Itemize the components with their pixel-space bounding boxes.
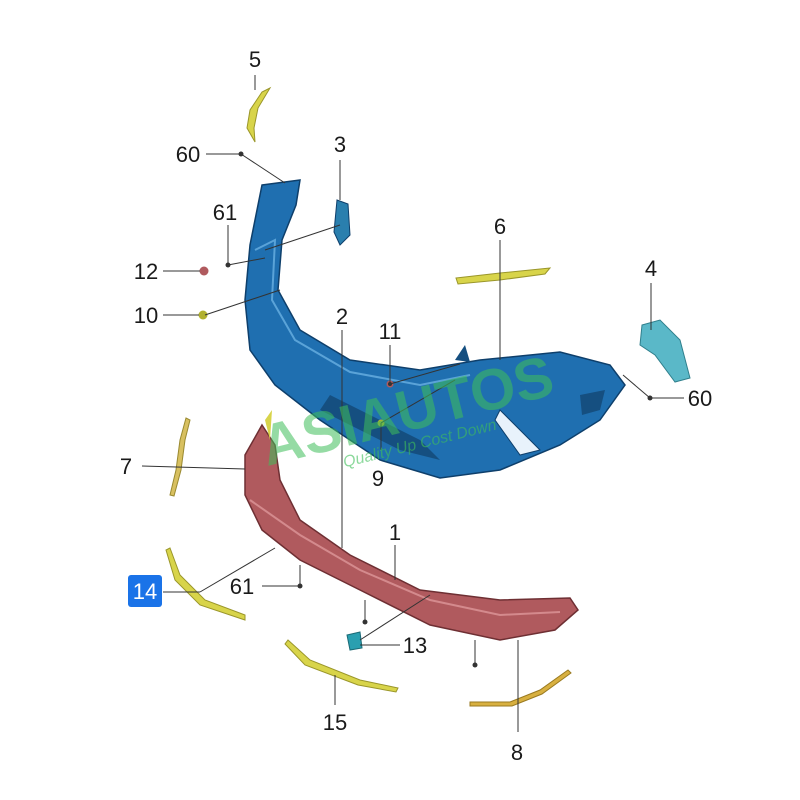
callout-61-top: 61 [213,200,237,225]
clip-10 [198,310,208,320]
trim-strip-5 [246,86,272,143]
callout-60-right: 60 [688,386,712,411]
callout-11: 11 [379,319,402,344]
callout-5: 5 [249,47,261,72]
bracket-3 [333,199,351,246]
upper-bumper-cover [244,179,626,479]
bracket-4 [639,319,691,383]
callout-13: 13 [403,633,427,658]
callout-3: 3 [334,132,346,157]
callout-1: 1 [389,520,401,545]
leader-lines [141,75,684,732]
retainer-strip-8 [469,669,572,707]
callout-6: 6 [494,214,506,239]
bracket-13 [346,631,363,651]
callout-15: 15 [323,710,347,735]
retainer-strip-15 [284,639,399,693]
callout-8: 8 [511,740,523,765]
callout-12: 12 [134,259,158,284]
callout-14-highlight [128,575,162,607]
clip-12 [199,266,209,276]
callout-9: 9 [372,466,384,491]
callout-7: 7 [120,454,132,479]
callout-labels: 5 60 3 61 12 10 2 6 11 4 60 9 7 1 14 61 … [120,47,712,765]
retainer-strip-14 [165,547,246,621]
callout-10: 10 [134,303,158,328]
callout-2: 2 [336,304,348,329]
callout-60-top: 60 [176,142,200,167]
callout-14: 14 [133,579,157,604]
retainer-strip-7 [169,417,191,497]
trim-strip-6 [455,267,552,285]
callout-61-bottom: 61 [230,574,254,599]
callout-4: 4 [645,256,657,281]
lower-bumper-valance [244,410,579,641]
